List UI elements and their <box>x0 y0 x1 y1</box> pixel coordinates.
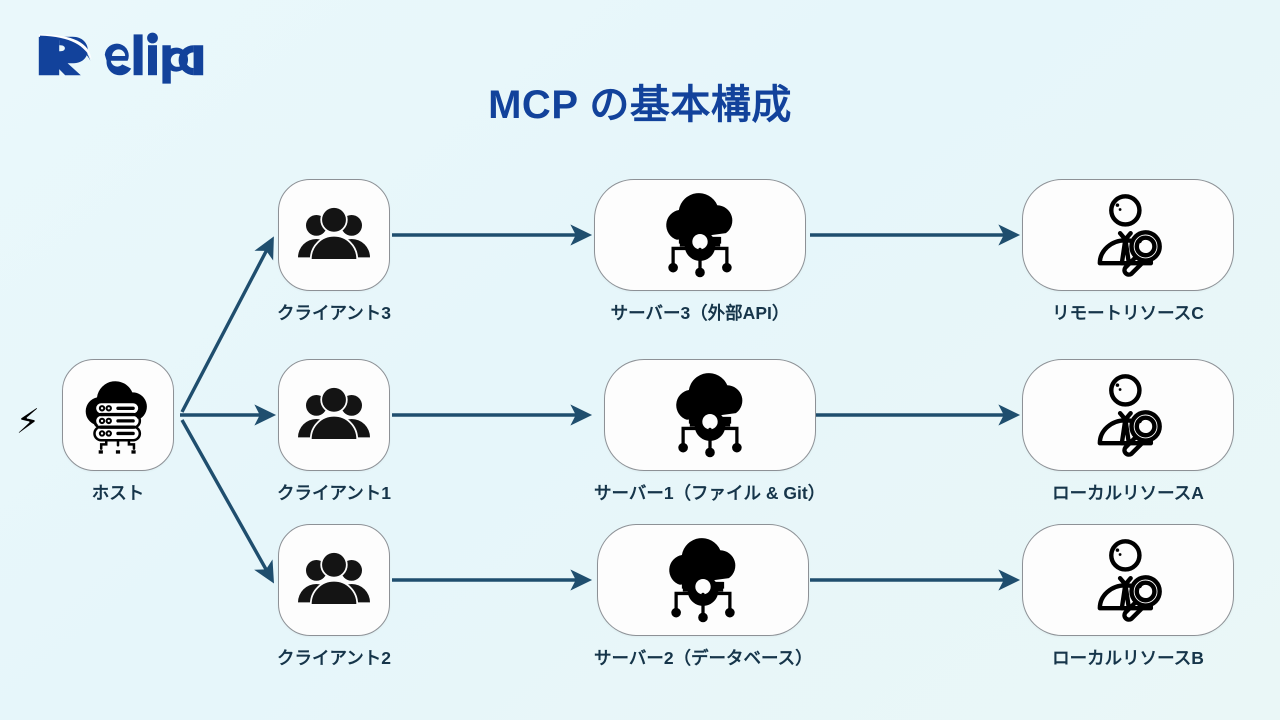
person-magnifier-icon <box>1084 536 1172 624</box>
lightning-bolt-icon: ⚡ <box>16 403 40 441</box>
relipa-logo <box>34 28 214 84</box>
node-client-3[interactable]: クライアント3 <box>277 179 391 325</box>
server-label: サーバー1（ファイル & Git） <box>594 483 826 503</box>
resource-box <box>1022 359 1234 471</box>
client-box <box>278 179 391 291</box>
server-label: サーバー2（データベース） <box>594 648 813 668</box>
person-magnifier-icon <box>1084 191 1172 279</box>
client-label: クライアント2 <box>277 648 392 668</box>
host-box <box>62 359 174 471</box>
cloud-gear-network-icon <box>655 532 751 628</box>
host-label: ホスト <box>91 483 145 503</box>
node-client-1[interactable]: クライアント1 <box>277 359 391 505</box>
client-label: クライアント3 <box>277 303 392 323</box>
node-host[interactable]: ホスト <box>62 359 174 505</box>
node-resource-a[interactable]: ローカルリソースA <box>1022 359 1234 505</box>
client-label: クライアント1 <box>277 483 392 503</box>
node-server-3[interactable]: サーバー3（外部API） <box>594 179 806 325</box>
users-group-icon <box>294 375 374 455</box>
resource-box <box>1022 524 1234 636</box>
resource-box <box>1022 179 1234 291</box>
node-resource-b[interactable]: ローカルリソースB <box>1022 524 1234 670</box>
client-box <box>278 524 391 636</box>
server-box <box>594 179 806 291</box>
resource-label: リモートリソースC <box>1052 303 1204 323</box>
person-magnifier-icon <box>1084 371 1172 459</box>
page-title: MCP の基本構成 <box>488 83 792 127</box>
cloud-server-icon <box>76 373 160 457</box>
users-group-icon <box>294 540 374 620</box>
node-server-1[interactable]: サーバー1（ファイル & Git） <box>594 359 825 505</box>
node-resource-c[interactable]: リモートリソースC <box>1022 179 1234 325</box>
node-server-2[interactable]: サーバー2（データベース） <box>594 524 813 670</box>
cloud-gear-network-icon <box>652 187 748 283</box>
users-group-icon <box>294 195 374 275</box>
cloud-gear-network-icon <box>662 367 758 463</box>
server-box <box>603 359 816 471</box>
resource-label: ローカルリソースB <box>1052 648 1204 668</box>
node-client-2[interactable]: クライアント2 <box>277 524 391 670</box>
resource-label: ローカルリソースA <box>1052 483 1204 503</box>
server-label: サーバー3（外部API） <box>610 303 790 323</box>
server-box <box>597 524 810 636</box>
client-box <box>278 359 391 471</box>
